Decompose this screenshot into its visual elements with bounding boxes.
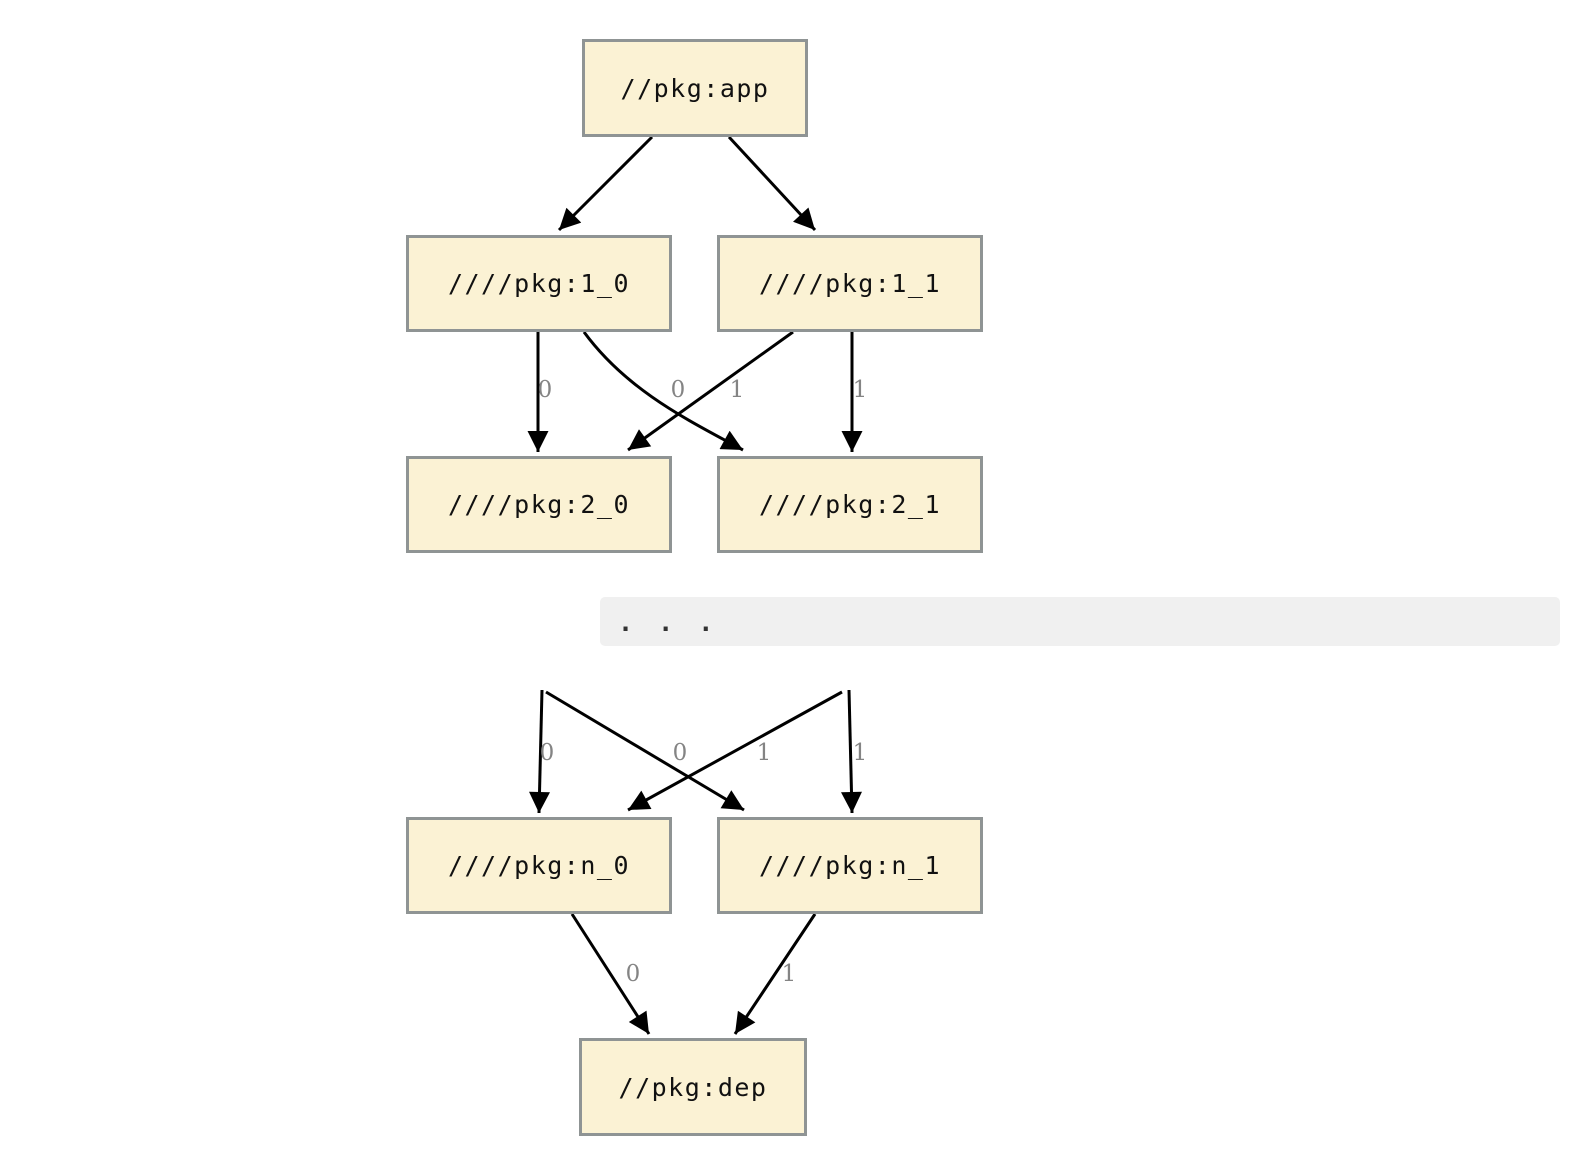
node-label: ////pkg:1_1 <box>758 269 942 298</box>
node-label: //pkg:dep <box>618 1072 768 1102</box>
edge-1_0-to-2_1 <box>582 331 744 452</box>
node-pkg-1_0: ////pkg:1_0 <box>406 235 672 332</box>
edge-label: 0 <box>626 961 641 987</box>
edge-hidden1-to-n_0 <box>627 690 843 812</box>
edge-hidden1-to-n_1 <box>840 689 862 814</box>
node-label: ////pkg:n_1 <box>758 851 942 880</box>
edge-1_1-to-2_0 <box>627 330 794 452</box>
node-pkg-n_1: ////pkg:n_1 <box>717 817 983 914</box>
edge-n_1-to-dep <box>733 913 817 1035</box>
edge-label: 1 <box>730 377 745 403</box>
node-pkg-2_1: ////pkg:2_1 <box>717 456 983 553</box>
ellipsis-band: . . . <box>600 597 1560 646</box>
node-pkg-n_0: ////pkg:n_0 <box>406 817 672 914</box>
node-pkg-app: //pkg:app <box>582 39 808 137</box>
edge-app-to-1_0 <box>557 135 654 232</box>
edge-hidden0-to-n_1 <box>545 690 745 812</box>
edge-label: 1 <box>853 740 868 766</box>
ellipsis-dots: . . . <box>618 608 719 637</box>
node-pkg-1_1: ////pkg:1_1 <box>717 235 983 332</box>
node-label: ////pkg:2_0 <box>447 490 631 519</box>
edge-label: 0 <box>671 377 686 403</box>
edge-label: 0 <box>538 377 553 403</box>
node-label: ////pkg:2_1 <box>758 490 942 519</box>
node-pkg-2_0: ////pkg:2_0 <box>406 456 672 553</box>
node-label: ////pkg:1_0 <box>447 269 631 298</box>
edge-label: 1 <box>757 740 772 766</box>
edge-label: 1 <box>853 377 868 403</box>
edge-label: 0 <box>673 740 688 766</box>
edge-n_0-to-dep <box>570 913 651 1035</box>
edge-label: 0 <box>540 740 555 766</box>
edge-label: 1 <box>782 961 797 987</box>
edge-hidden0-to-n_0 <box>529 689 551 814</box>
node-pkg-dep: //pkg:dep <box>579 1038 807 1136</box>
node-label: //pkg:app <box>620 73 770 103</box>
node-label: ////pkg:n_0 <box>447 851 631 880</box>
edge-app-to-1_1 <box>727 135 817 232</box>
